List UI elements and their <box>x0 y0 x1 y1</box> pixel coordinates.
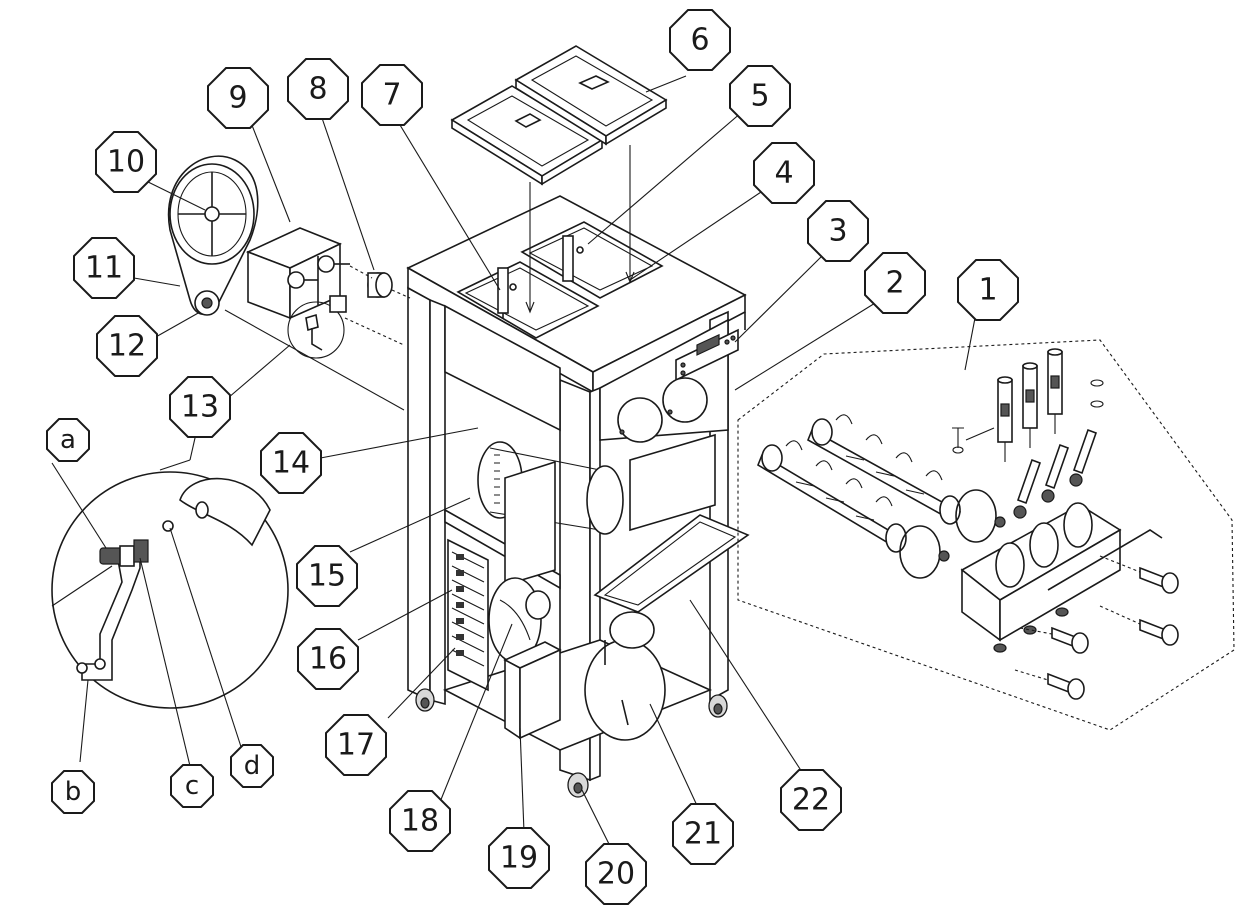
svg-text:3: 3 <box>828 214 847 249</box>
hopper-opening-left <box>456 261 600 339</box>
svg-text:17: 17 <box>337 728 375 763</box>
inner-box <box>504 433 716 587</box>
detail-letter-a: a <box>46 418 90 462</box>
svg-text:11: 11 <box>85 251 123 286</box>
svg-text:9: 9 <box>228 81 247 116</box>
svg-text:4: 4 <box>774 156 793 191</box>
bolts <box>1014 555 1179 700</box>
svg-text:a: a <box>60 425 76 455</box>
callout-16: 16 <box>297 628 359 690</box>
callout-22: 22 <box>780 769 842 831</box>
callout-3: 3 <box>807 200 869 262</box>
callout-17: 17 <box>325 714 387 776</box>
hopper-lids <box>450 45 668 314</box>
callout-2: 2 <box>864 252 926 314</box>
detail-inset <box>51 415 289 767</box>
detail-letter-c: c <box>170 764 214 808</box>
machine-cabinet <box>406 195 750 798</box>
svg-text:21: 21 <box>684 817 722 852</box>
callout-11: 11 <box>73 237 135 299</box>
sensor-part <box>287 295 347 359</box>
drive-assembly <box>167 155 411 411</box>
callout-8: 8 <box>287 58 349 120</box>
hopper-opening-right <box>520 221 664 299</box>
control-display <box>675 328 739 382</box>
svg-text:10: 10 <box>107 145 145 180</box>
gearbox <box>245 227 350 320</box>
detail-letter-badges: a b c d <box>46 418 274 814</box>
callout-12: 12 <box>96 315 158 377</box>
callout-14: 14 <box>260 432 322 494</box>
detail-letter-d: d <box>230 744 274 788</box>
detail-letter-b: b <box>51 770 95 814</box>
callout-4: 4 <box>753 142 815 204</box>
beater-augers <box>757 414 962 553</box>
bracket <box>76 546 141 681</box>
svg-text:14: 14 <box>272 446 310 481</box>
svg-text:18: 18 <box>401 804 439 839</box>
svg-text:13: 13 <box>181 390 219 425</box>
leader-lines <box>133 75 976 851</box>
callout-7: 7 <box>361 64 423 126</box>
dispenser-handles <box>1013 428 1098 519</box>
callout-18: 18 <box>389 790 451 852</box>
callout-badges: 1 2 3 4 5 6 7 8 <box>73 9 1019 905</box>
coupling <box>367 272 393 298</box>
callout-1: 1 <box>957 259 1019 321</box>
drip-tray <box>593 514 750 613</box>
callout-15: 15 <box>296 545 358 607</box>
svg-text:1: 1 <box>978 273 997 308</box>
condenser-fan <box>488 577 551 663</box>
draw-valves <box>997 348 1063 462</box>
svg-text:12: 12 <box>108 329 146 364</box>
callout-9: 9 <box>207 67 269 129</box>
svg-text:5: 5 <box>750 79 769 114</box>
svg-text:16: 16 <box>309 642 347 677</box>
svg-text:7: 7 <box>382 78 401 113</box>
svg-text:22: 22 <box>792 783 830 818</box>
electrical-box <box>503 641 562 740</box>
sensor-nut <box>99 539 149 567</box>
dispenser-door <box>960 502 1122 653</box>
svg-text:15: 15 <box>308 559 346 594</box>
callout-5: 5 <box>729 65 791 127</box>
callout-19: 19 <box>488 827 550 889</box>
callout-10: 10 <box>95 131 157 193</box>
pulley-and-belt <box>167 155 259 316</box>
svg-text:6: 6 <box>690 23 709 58</box>
svg-text:b: b <box>65 777 82 807</box>
cylinder-ports <box>617 377 708 443</box>
dispenser-assembly <box>737 339 1235 731</box>
compressor <box>584 611 666 741</box>
callout-6: 6 <box>669 9 731 71</box>
callout-21: 21 <box>672 803 734 865</box>
svg-text:8: 8 <box>308 72 327 107</box>
svg-text:c: c <box>185 771 199 801</box>
svg-text:2: 2 <box>885 266 904 301</box>
svg-text:19: 19 <box>500 841 538 876</box>
svg-text:20: 20 <box>597 857 635 892</box>
condenser <box>447 538 489 692</box>
callout-13: 13 <box>169 376 231 438</box>
svg-text:d: d <box>244 751 261 781</box>
callout-20: 20 <box>585 843 647 905</box>
